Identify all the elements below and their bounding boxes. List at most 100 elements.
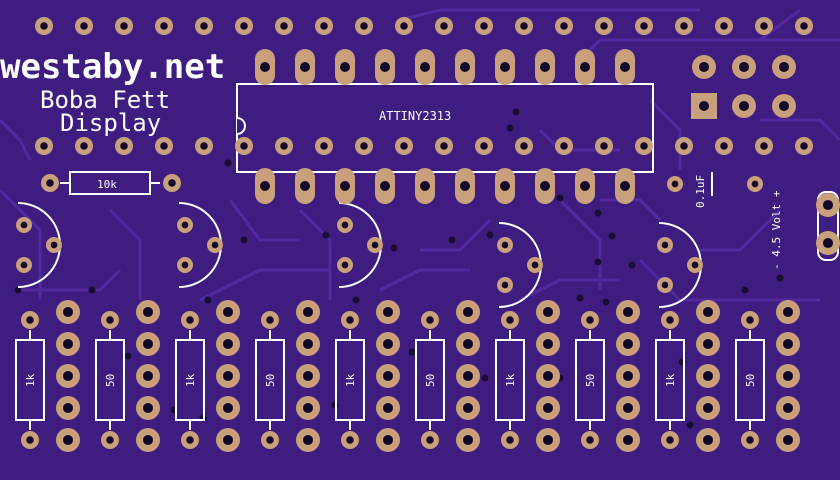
ic-pin-bottom: [495, 168, 515, 204]
row-pad: [275, 137, 293, 155]
trace: [638, 258, 820, 302]
led-pad: [216, 300, 240, 324]
led-pad: [456, 428, 480, 452]
header-pad: [115, 17, 133, 35]
header-pad: [635, 17, 653, 35]
header-pad: [795, 17, 813, 35]
resistor: 1k: [175, 330, 205, 430]
led-pad: [296, 364, 320, 388]
cap-label: 0.1uF: [694, 175, 707, 208]
ic-pin-top: [375, 49, 395, 85]
resistor: 50: [95, 330, 125, 430]
via: [322, 231, 330, 239]
title-line2: Display: [60, 109, 161, 137]
ic-label: ATTINY2313: [379, 109, 451, 123]
transistor-pad: [497, 237, 513, 253]
led-pad: [536, 428, 560, 452]
trace: [519, 278, 620, 302]
resistor: 50: [415, 330, 445, 430]
led-pad: [616, 428, 640, 452]
power-pad: [816, 231, 840, 255]
resistor-pad: [181, 431, 199, 449]
via: [741, 286, 749, 294]
ic-pin-bottom: [415, 168, 435, 204]
header-pad: [715, 17, 733, 35]
ic-pin-bottom: [575, 168, 595, 204]
resistor-pad: [581, 431, 599, 449]
trace: [298, 208, 332, 300]
trace: [108, 208, 142, 300]
resistor-pad: [581, 311, 599, 329]
led-pad: [296, 300, 320, 324]
ic-pin-top: [455, 49, 475, 85]
resistor-label: 50: [584, 374, 597, 387]
led-pad: [776, 332, 800, 356]
resistor-label: 50: [424, 374, 437, 387]
header-pad: [75, 17, 93, 35]
trace: [700, 208, 782, 252]
row-pad: [755, 137, 773, 155]
led-pad: [216, 332, 240, 356]
resistor: 50: [575, 330, 605, 430]
row-pad: [75, 137, 93, 155]
led-pad: [696, 364, 720, 388]
led-pad: [776, 300, 800, 324]
led-pad: [616, 300, 640, 324]
trace: [0, 188, 42, 300]
via: [486, 231, 494, 239]
resistor-pad: [661, 431, 679, 449]
led-pad: [776, 364, 800, 388]
led-pad: [696, 428, 720, 452]
resistor-label: 1k: [504, 373, 517, 387]
led-pad: [456, 396, 480, 420]
row-pad: [675, 137, 693, 155]
ic-pin-top: [295, 49, 315, 85]
trace: [420, 218, 492, 252]
ic-attiny2313: ATTINY2313: [236, 83, 654, 173]
led-pad: [616, 396, 640, 420]
via-layer: [14, 108, 784, 429]
power-connector-outline: [817, 191, 839, 261]
header-pad: [355, 17, 373, 35]
row-pad: [555, 137, 573, 155]
resistor-pad: [341, 311, 359, 329]
via: [594, 258, 602, 266]
via: [556, 194, 564, 202]
resistor-pad: [101, 431, 119, 449]
via: [390, 244, 398, 252]
led-pad: [136, 364, 160, 388]
resistor-pad: [661, 311, 679, 329]
led-pad: [536, 364, 560, 388]
ic-pin-top: [255, 49, 275, 85]
connector-pad: [692, 55, 716, 79]
transistor-pad: [177, 257, 193, 273]
resistor-label: 1k: [24, 373, 37, 387]
resistor-pad: [741, 311, 759, 329]
resistor-pad: [101, 311, 119, 329]
resistor-label: 50: [744, 374, 757, 387]
power-label: - 4.5 Volt +: [770, 190, 783, 270]
row-pad: [195, 137, 213, 155]
ic-pin-bottom: [295, 168, 315, 204]
row-pad: [515, 137, 533, 155]
resistor-pad: [421, 311, 439, 329]
led-pad: [376, 364, 400, 388]
led-pad: [136, 332, 160, 356]
transistor-pad: [337, 217, 353, 233]
transistor-pad: [657, 237, 673, 253]
led-pad: [56, 428, 80, 452]
power-pad: [816, 193, 840, 217]
header-pad: [515, 17, 533, 35]
ic-pin-bottom: [375, 168, 395, 204]
header-pad: [435, 17, 453, 35]
header-pad: [315, 17, 333, 35]
trace: [600, 198, 662, 222]
brand-text: westaby.net: [0, 47, 225, 87]
row-pad: [635, 137, 653, 155]
via: [628, 261, 636, 269]
trace: [558, 198, 602, 290]
resistor: 1k: [655, 330, 685, 430]
led-pad: [616, 364, 640, 388]
header-pad: [595, 17, 613, 35]
